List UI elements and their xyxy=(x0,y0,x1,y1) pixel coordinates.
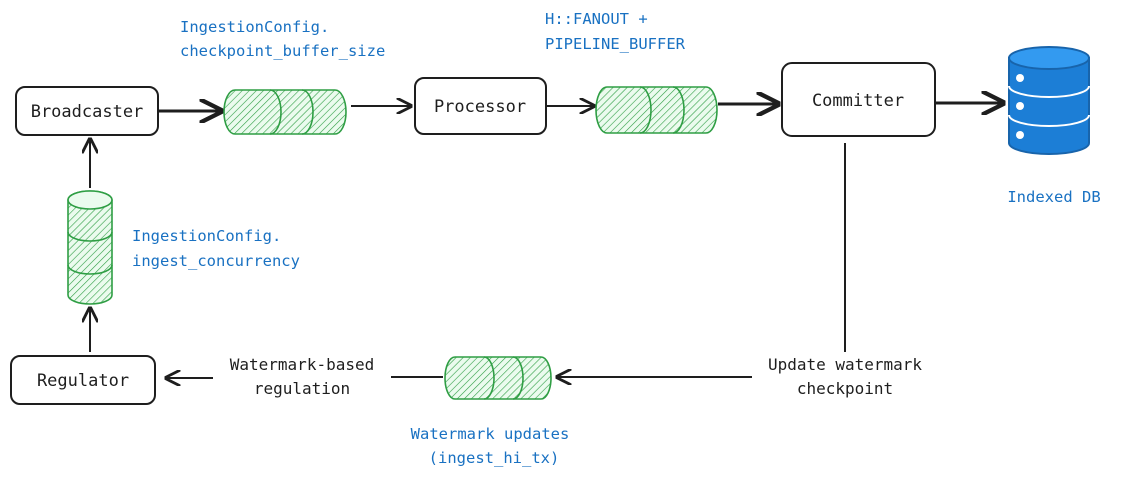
fanout-buffer-label-line1: H::FANOUT + xyxy=(545,10,648,28)
checkpoint-buffer-label-line1: IngestionConfig. xyxy=(180,18,329,36)
watermark-updates-label-line2: (ingest_hi_tx) xyxy=(429,449,560,467)
checkpoint-buffer-queue xyxy=(223,89,347,135)
ingest-concurrency-queue xyxy=(67,190,113,305)
committer-label: Committer xyxy=(812,91,904,111)
broadcaster-label: Broadcaster xyxy=(31,102,144,122)
watermark-updates-queue xyxy=(444,356,552,400)
update-watermark-label-line1: Update watermark xyxy=(768,355,922,374)
regulator-node: Regulator xyxy=(10,355,156,405)
watermark-regulation-label-line2: regulation xyxy=(254,379,350,398)
regulator-label: Regulator xyxy=(37,371,129,391)
indexed-db-label: Indexed DB xyxy=(1007,188,1100,206)
fanout-buffer-label-line2: PIPELINE_BUFFER xyxy=(545,35,686,53)
database-icon xyxy=(1008,46,1090,155)
ingest-concurrency-label-line1: IngestionConfig. xyxy=(132,227,281,245)
fanout-buffer-queue xyxy=(595,86,718,134)
watermark-updates-label-line1: Watermark updates xyxy=(411,425,570,443)
broadcaster-node: Broadcaster xyxy=(15,86,159,136)
watermark-regulation-label-line1: Watermark-based xyxy=(230,355,375,374)
committer-node: Committer xyxy=(781,62,936,137)
update-watermark-label-line2: checkpoint xyxy=(797,379,893,398)
processor-node: Processor xyxy=(414,77,547,135)
checkpoint-buffer-label-line2: checkpoint_buffer_size xyxy=(180,42,385,60)
ingest-concurrency-label-line2: ingest_concurrency xyxy=(132,252,300,270)
processor-label: Processor xyxy=(434,97,526,117)
